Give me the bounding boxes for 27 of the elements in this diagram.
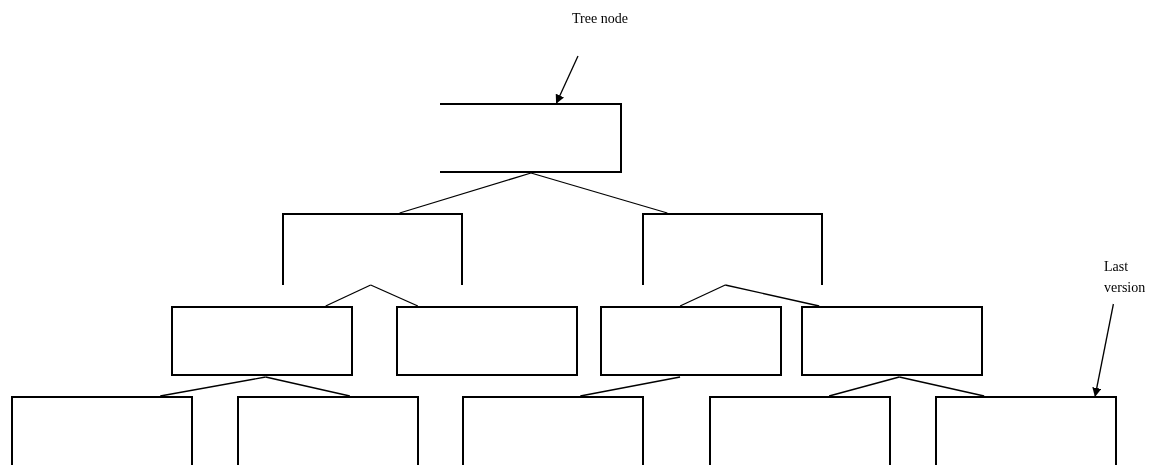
tree-node-box <box>171 306 353 376</box>
callout-label: Last version <box>1104 256 1151 302</box>
tree-node-box <box>396 306 578 376</box>
tree-node-box <box>11 396 193 465</box>
tree-node-box <box>801 306 983 376</box>
tree-node-box <box>642 213 823 285</box>
connector-line <box>399 172 532 214</box>
connector-line <box>265 376 351 397</box>
connector-line <box>679 284 726 307</box>
connector-line <box>724 284 820 307</box>
connector-line <box>325 284 372 307</box>
tree-node-box <box>440 103 622 173</box>
connector-line <box>828 376 900 397</box>
connector-line <box>898 376 985 397</box>
arrow <box>1092 303 1115 397</box>
connector-line <box>370 284 419 307</box>
arrow <box>555 55 579 104</box>
tree-node-box <box>237 396 419 465</box>
tree-node-box <box>935 396 1117 465</box>
connector-line <box>159 376 267 397</box>
tree-node-box <box>282 213 463 285</box>
tree-node-box <box>462 396 644 465</box>
tree-node-box <box>600 306 782 376</box>
callout-label: Tree node <box>572 8 632 54</box>
tree-node-box <box>709 396 891 465</box>
connector-line <box>579 376 681 397</box>
connector-line <box>530 172 668 214</box>
